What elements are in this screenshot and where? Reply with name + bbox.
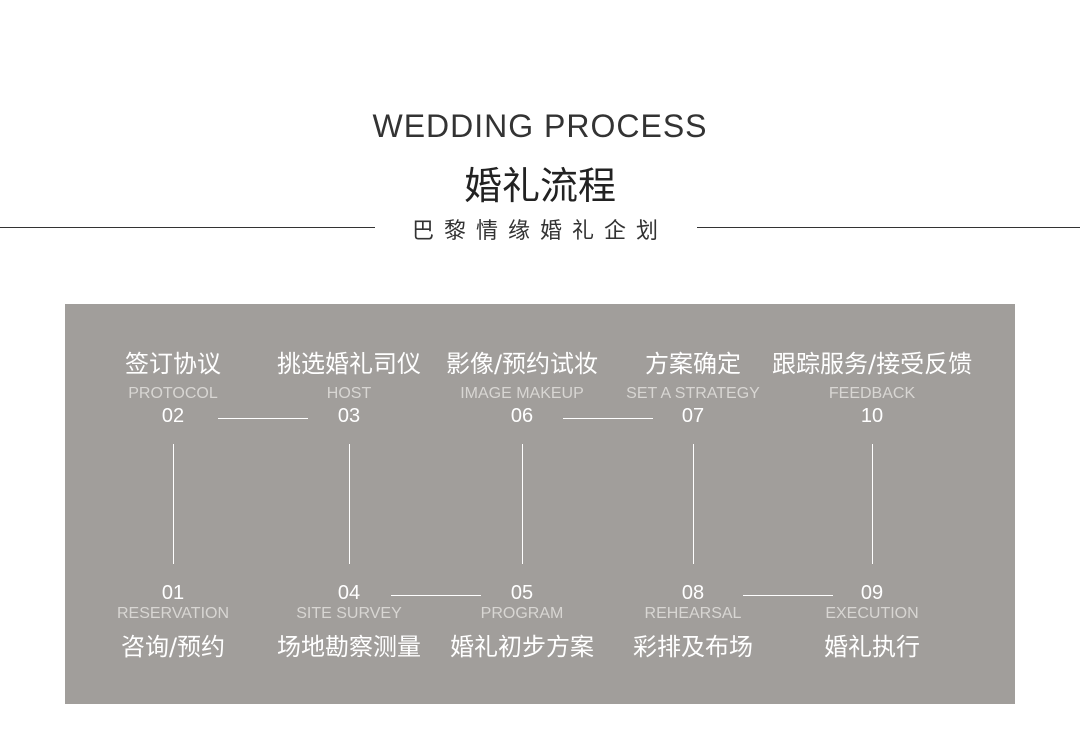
step-en: PROTOCOL [128, 385, 218, 402]
step-en: PROGRAM [480, 605, 564, 622]
step-en: REHEARSAL [644, 605, 742, 622]
step-number: 01 [161, 582, 185, 604]
step-title: 跟踪服务/接受反馈 [772, 350, 973, 378]
step-title: 婚礼执行 [824, 633, 920, 661]
step-en: RESERVATION [116, 605, 230, 622]
divider-right [697, 227, 1080, 228]
step-number: 06 [510, 405, 534, 427]
step-top-03: 挑选婚礼司仪 HOST 03 [249, 344, 449, 428]
step-bottom-01: 01 RESERVATION 咨询/预约 [73, 582, 273, 662]
connector-08-09 [743, 595, 833, 596]
connector-06-07 [563, 418, 653, 419]
step-number: 05 [510, 582, 534, 604]
connector-10-09 [872, 444, 873, 564]
step-title: 场地勘察测量 [277, 633, 421, 661]
connector-02-01 [173, 444, 174, 564]
step-number: 10 [860, 405, 884, 427]
connector-02-03 [218, 418, 308, 419]
step-title: 婚礼初步方案 [450, 633, 594, 661]
step-number: 08 [681, 582, 705, 604]
title-en: WEDDING PROCESS [372, 108, 708, 144]
step-number: 02 [161, 405, 185, 427]
step-en: HOST [326, 385, 372, 402]
step-title: 挑选婚礼司仪 [277, 350, 421, 378]
connector-06-05 [522, 444, 523, 564]
subtitle: 巴黎情缘婚礼企划 [411, 219, 668, 244]
step-top-02: 签订协议 PROTOCOL 02 [73, 344, 273, 428]
step-top-10: 跟踪服务/接受反馈 FEEDBACK 10 [772, 344, 972, 428]
step-en: EXECUTION [825, 605, 919, 622]
step-title: 彩排及布场 [633, 633, 753, 661]
step-number: 04 [337, 582, 361, 604]
step-bottom-08: 08 REHEARSAL 彩排及布场 [593, 582, 793, 662]
step-top-07: 方案确定 SET A STRATEGY 07 [593, 344, 793, 428]
step-en: FEEDBACK [828, 385, 916, 402]
step-bottom-05: 05 PROGRAM 婚礼初步方案 [422, 582, 622, 662]
step-number: 09 [860, 582, 884, 604]
process-panel: 签订协议 PROTOCOL 02 01 RESERVATION 咨询/预约 挑选婚礼… [65, 304, 1015, 704]
connector-07-08 [693, 444, 694, 564]
step-number: 03 [337, 405, 361, 427]
step-bottom-04: 04 SITE SURVEY 场地勘察测量 [249, 582, 449, 662]
step-title: 影像/预约试妆 [445, 350, 599, 378]
step-bottom-09: 09 EXECUTION 婚礼执行 [772, 582, 972, 662]
divider-left [0, 227, 375, 228]
step-number: 07 [681, 405, 705, 427]
step-en: SITE SURVEY [296, 605, 402, 622]
connector-04-05 [391, 595, 481, 596]
connector-03-04 [349, 444, 350, 564]
step-en: SET A STRATEGY [626, 385, 760, 402]
step-en: IMAGE MAKEUP [460, 385, 584, 402]
step-title: 方案确定 [645, 350, 741, 378]
step-title: 签订协议 [125, 350, 221, 378]
step-top-06: 影像/预约试妆 IMAGE MAKEUP 06 [422, 344, 622, 428]
step-title: 咨询/预约 [120, 633, 226, 661]
title-cn: 婚礼流程 [463, 164, 616, 208]
